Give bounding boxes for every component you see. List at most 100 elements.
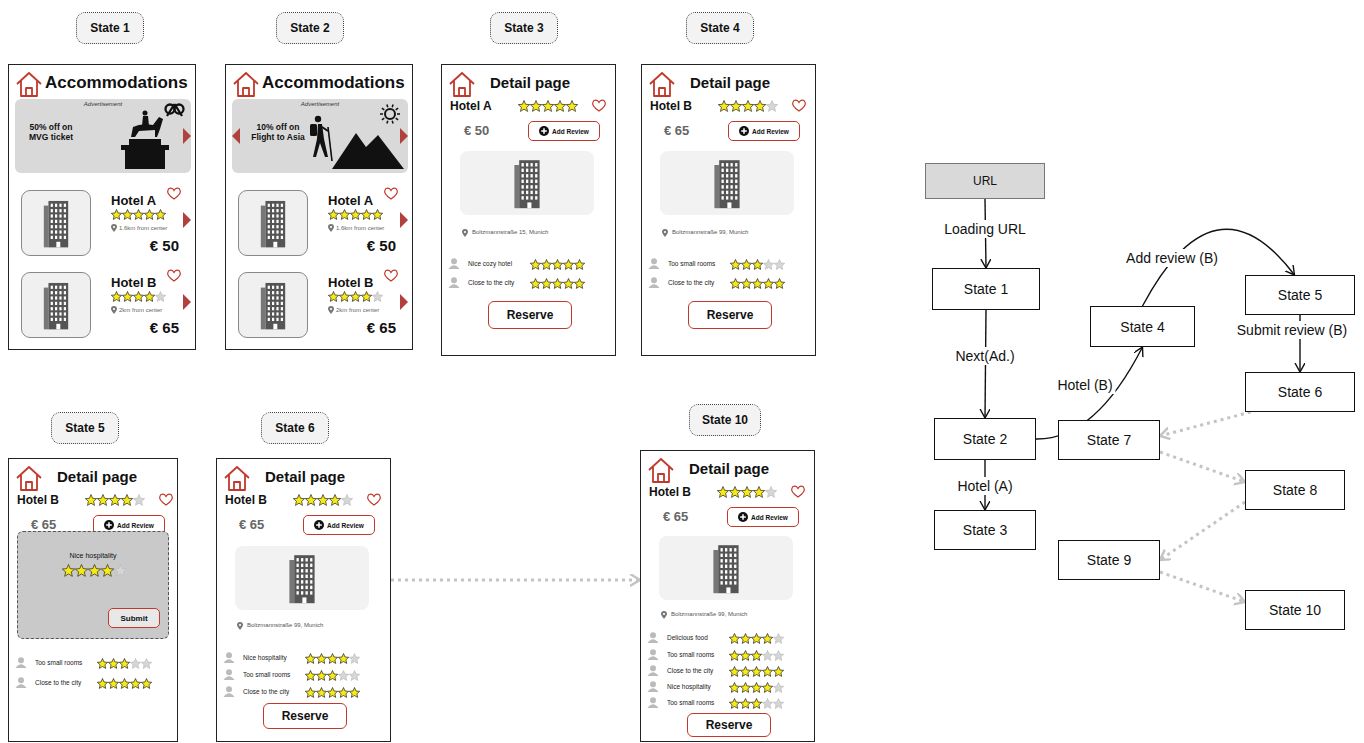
plus-icon — [104, 520, 114, 530]
add-label: Add Review — [752, 128, 789, 135]
phone-screen: Detail pageHotel B€ 65Too small roomsClo… — [8, 458, 178, 742]
building-icon — [272, 548, 332, 608]
address: Boltzmannstraße 99, Munich — [672, 229, 748, 235]
review-text: Close to the city — [468, 279, 514, 286]
location-pin — [328, 306, 334, 314]
user-icon — [223, 669, 235, 680]
hotel-name: Hotel B — [17, 493, 59, 507]
distance: 2km from center — [119, 307, 162, 313]
plus-icon — [539, 126, 549, 136]
state-box: State 9 — [1058, 540, 1160, 580]
hotel-image — [235, 546, 369, 610]
hotel-thumbnail — [238, 272, 308, 338]
page-title: Detail page — [265, 468, 345, 485]
home-icon — [232, 70, 260, 98]
review-text: Too small rooms — [667, 651, 714, 658]
heart-icon — [384, 269, 398, 282]
details-arrow — [183, 212, 191, 228]
badge-label: State 4 — [700, 21, 739, 35]
building-icon — [244, 276, 302, 334]
state-box: State 6 — [1245, 372, 1355, 412]
review-text: Delicious food — [667, 634, 708, 641]
star-rating — [111, 291, 166, 302]
reserve-button: Reserve — [687, 713, 771, 737]
details-arrow — [400, 212, 408, 228]
phone-screen: Detail pageHotel B€ 65Boltzmannstraße 99… — [641, 64, 816, 356]
star-rating — [111, 209, 166, 220]
transition-label: Loading URL — [941, 220, 1029, 238]
star-rating — [729, 666, 784, 677]
building-icon — [697, 153, 757, 213]
home-icon — [647, 456, 675, 484]
hotel-card: Hotel A1.6km from center€ 50 — [15, 185, 191, 261]
res-label: Reserve — [706, 718, 753, 732]
hotel-name: Hotel A — [111, 193, 156, 208]
carousel-right-arrow — [400, 128, 408, 144]
state-badge: State 6 — [261, 412, 329, 444]
state-box: State 7 — [1058, 420, 1160, 460]
flow-label: State 7 — [1087, 432, 1131, 448]
hotel-image — [660, 151, 794, 215]
star-rating — [729, 682, 784, 693]
star-rating — [97, 678, 152, 689]
location-pin — [662, 229, 668, 237]
add-label: Add Review — [327, 522, 364, 529]
review-text: Close to the city — [243, 688, 289, 695]
badge-label: State 5 — [65, 421, 104, 435]
res-label: Reserve — [282, 709, 329, 723]
location-pin — [237, 622, 243, 630]
transition-dotted — [1160, 452, 1245, 482]
plus-icon — [739, 126, 749, 136]
distance: 1.6km from center — [119, 225, 167, 231]
transition-dotted — [1160, 502, 1245, 560]
heart-icon — [159, 493, 173, 506]
building-icon — [696, 538, 756, 598]
home-icon — [223, 464, 251, 492]
badge-label: State 10 — [702, 413, 748, 427]
hotel-name: Hotel A — [328, 193, 373, 208]
hotel-card: Hotel B2km from center€ 65 — [232, 267, 408, 343]
user-icon — [648, 258, 660, 269]
review-text: Too small rooms — [35, 659, 82, 666]
state-box: State 3 — [934, 510, 1036, 550]
reserve-button: Reserve — [263, 703, 347, 729]
add-review-button: Add Review — [727, 507, 799, 527]
carousel-left-arrow — [232, 128, 240, 144]
carousel-right-arrow — [183, 128, 191, 144]
price: € 65 — [664, 123, 689, 138]
hotel-name: Hotel B — [650, 99, 692, 113]
building-icon — [497, 153, 557, 213]
review-text: Nice cozy hotel — [468, 260, 512, 267]
review-text: Close to the city — [35, 679, 81, 686]
state-box: State 5 — [1245, 275, 1355, 315]
transition-dotted — [1160, 412, 1251, 436]
user-icon — [647, 649, 659, 660]
price: € 65 — [239, 517, 264, 532]
reserve-button: Reserve — [688, 301, 772, 329]
flow-label: State 9 — [1087, 552, 1131, 568]
ad-caption: Advertisement — [232, 101, 408, 107]
hotel-name: Hotel B — [225, 493, 267, 507]
review-text: Too small rooms — [243, 671, 290, 678]
user-icon — [15, 677, 27, 688]
review-text: Nice hospitality — [243, 654, 287, 661]
flow-label: State 1 — [964, 281, 1008, 297]
heart-icon — [167, 187, 181, 200]
flow-label: State 6 — [1278, 384, 1322, 400]
add-label: Add Review — [751, 514, 788, 521]
flow-label: State 5 — [1278, 287, 1322, 303]
url-label: URL — [973, 174, 997, 188]
user-icon — [448, 277, 460, 288]
page-title: Detail page — [689, 460, 769, 477]
price: € 65 — [31, 517, 56, 532]
user-icon — [647, 681, 659, 692]
price: € 50 — [464, 123, 489, 138]
hotel-name: Hotel A — [450, 99, 492, 113]
details-arrow — [183, 294, 191, 310]
state-badge: State 1 — [76, 12, 144, 44]
state-box: State 1 — [932, 268, 1040, 310]
star-rating — [305, 670, 360, 681]
address: Boltzmannstraße 15, Munich — [472, 229, 548, 235]
review-input: Nice hospitality — [18, 552, 168, 559]
badge-label: State 1 — [90, 21, 129, 35]
